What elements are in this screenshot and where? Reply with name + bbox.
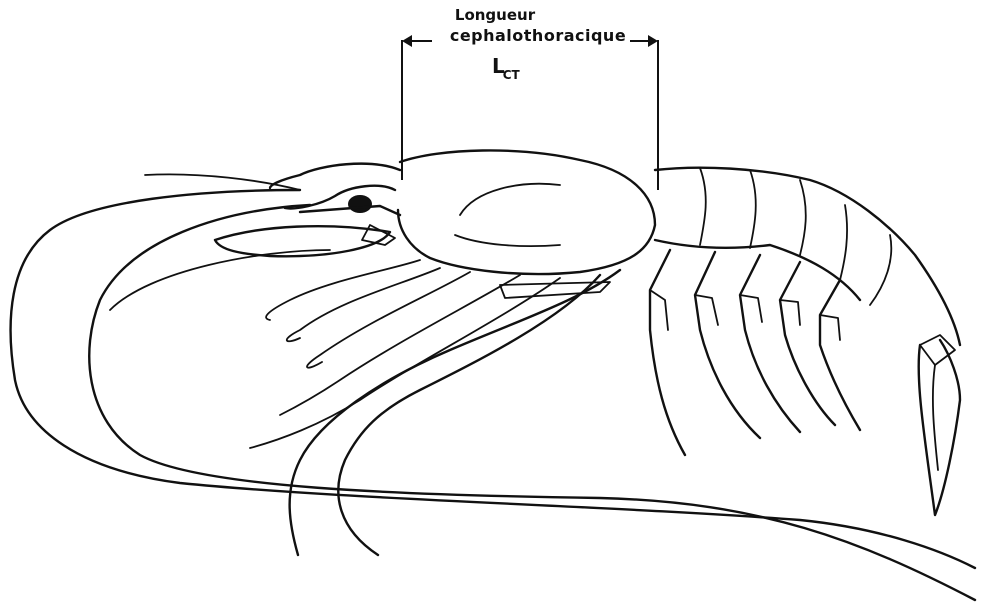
dimension-line — [402, 35, 658, 190]
symbol-subscript: CT — [503, 68, 520, 82]
antennae — [11, 174, 975, 600]
cephalothorax — [215, 150, 655, 274]
measurement-symbol: LCT — [492, 56, 520, 76]
measurement-label-line1: Longueur — [435, 8, 555, 23]
measurement-label-line2: cephalothoracique — [418, 28, 658, 44]
walking-legs — [250, 260, 620, 555]
abdomen — [655, 168, 960, 515]
swimmerets — [650, 250, 860, 455]
